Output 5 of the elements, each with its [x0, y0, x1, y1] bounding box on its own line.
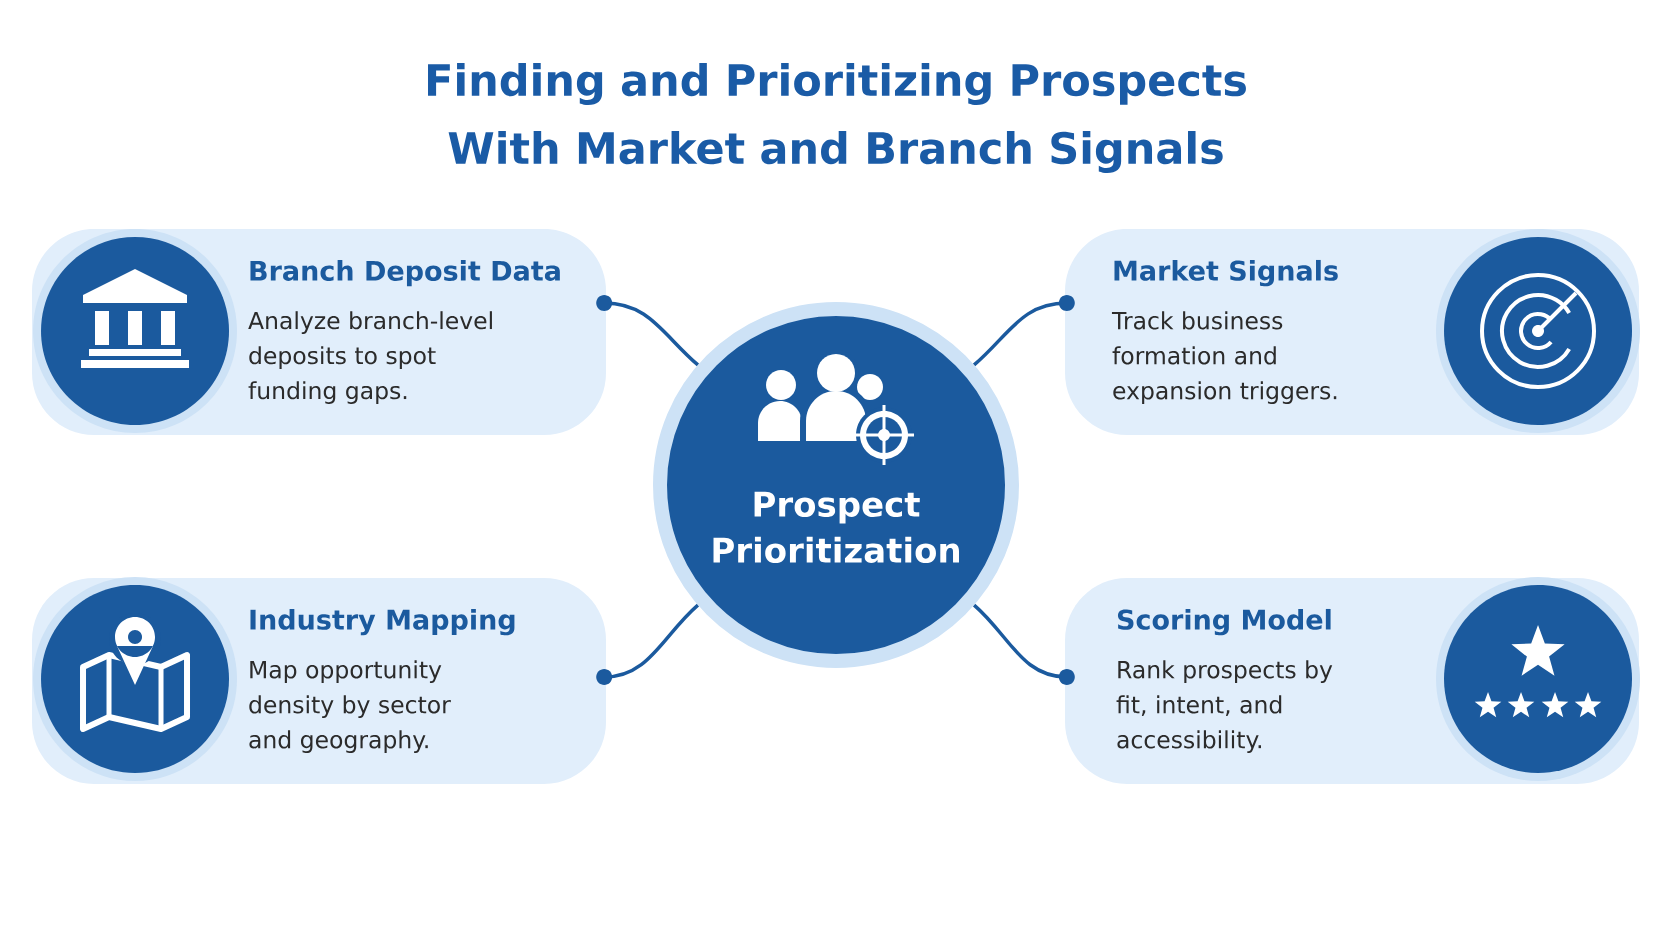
- title: Finding and Prioritizing Prospects With Market and Branch Signals: [428, 63, 1246, 173]
- connector: [596, 295, 700, 367]
- connector: [972, 295, 1075, 367]
- connector: [972, 603, 1075, 685]
- connector: [596, 603, 700, 685]
